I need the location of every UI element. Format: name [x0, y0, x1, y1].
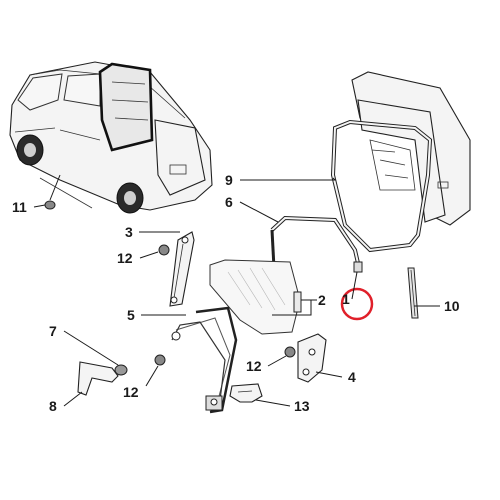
leader-1	[351, 271, 358, 300]
callout-13: 13	[294, 398, 310, 414]
leader-2-bracket	[272, 300, 312, 316]
leader-7	[63, 330, 119, 366]
leader-9	[240, 177, 337, 181]
leader-8	[63, 391, 83, 407]
callout-10: 10	[444, 298, 460, 314]
nut-fastener-part-right	[284, 346, 296, 358]
nut-fastener-part-middle	[154, 354, 166, 366]
leader-11	[33, 204, 46, 208]
nut-fastener-part-top	[158, 244, 170, 256]
leader-13	[255, 399, 291, 407]
callout-4: 4	[348, 369, 356, 385]
seal-clip-part	[353, 261, 363, 273]
callout-2: 2	[318, 292, 326, 308]
retaining-clip-part	[229, 383, 263, 403]
callout-3: 3	[125, 224, 133, 240]
vehicle-overview-illustration	[9, 61, 213, 214]
callout-11: 11	[12, 199, 27, 215]
callout-8: 8	[49, 398, 57, 414]
callout-7: 7	[49, 323, 57, 339]
leader-12a	[139, 251, 159, 259]
door-frame-illustration	[351, 71, 471, 226]
callout-12-right: 12	[246, 358, 262, 374]
highlight-circle	[340, 287, 374, 321]
callout-12-middle: 12	[123, 384, 139, 400]
leader-4	[315, 371, 343, 378]
regulator-bracket-part	[297, 333, 327, 383]
callout-5: 5	[127, 307, 135, 323]
bushing-part-11	[44, 200, 56, 210]
window-crank-handle-part	[77, 361, 128, 396]
glass-insert-part	[293, 291, 302, 313]
leader-6	[239, 201, 279, 223]
vehicle-door-highlight	[98, 62, 154, 152]
leader-12c	[145, 365, 159, 387]
callout-9: 9	[225, 172, 233, 188]
leader-12b	[267, 355, 287, 367]
rear-guide-channel-part	[169, 231, 195, 307]
door-window-glass-part	[209, 259, 301, 335]
callout-1: 1	[342, 291, 350, 307]
callout-6: 6	[225, 194, 233, 210]
window-regulator-part	[171, 306, 238, 414]
callout-12-top: 12	[117, 250, 133, 266]
